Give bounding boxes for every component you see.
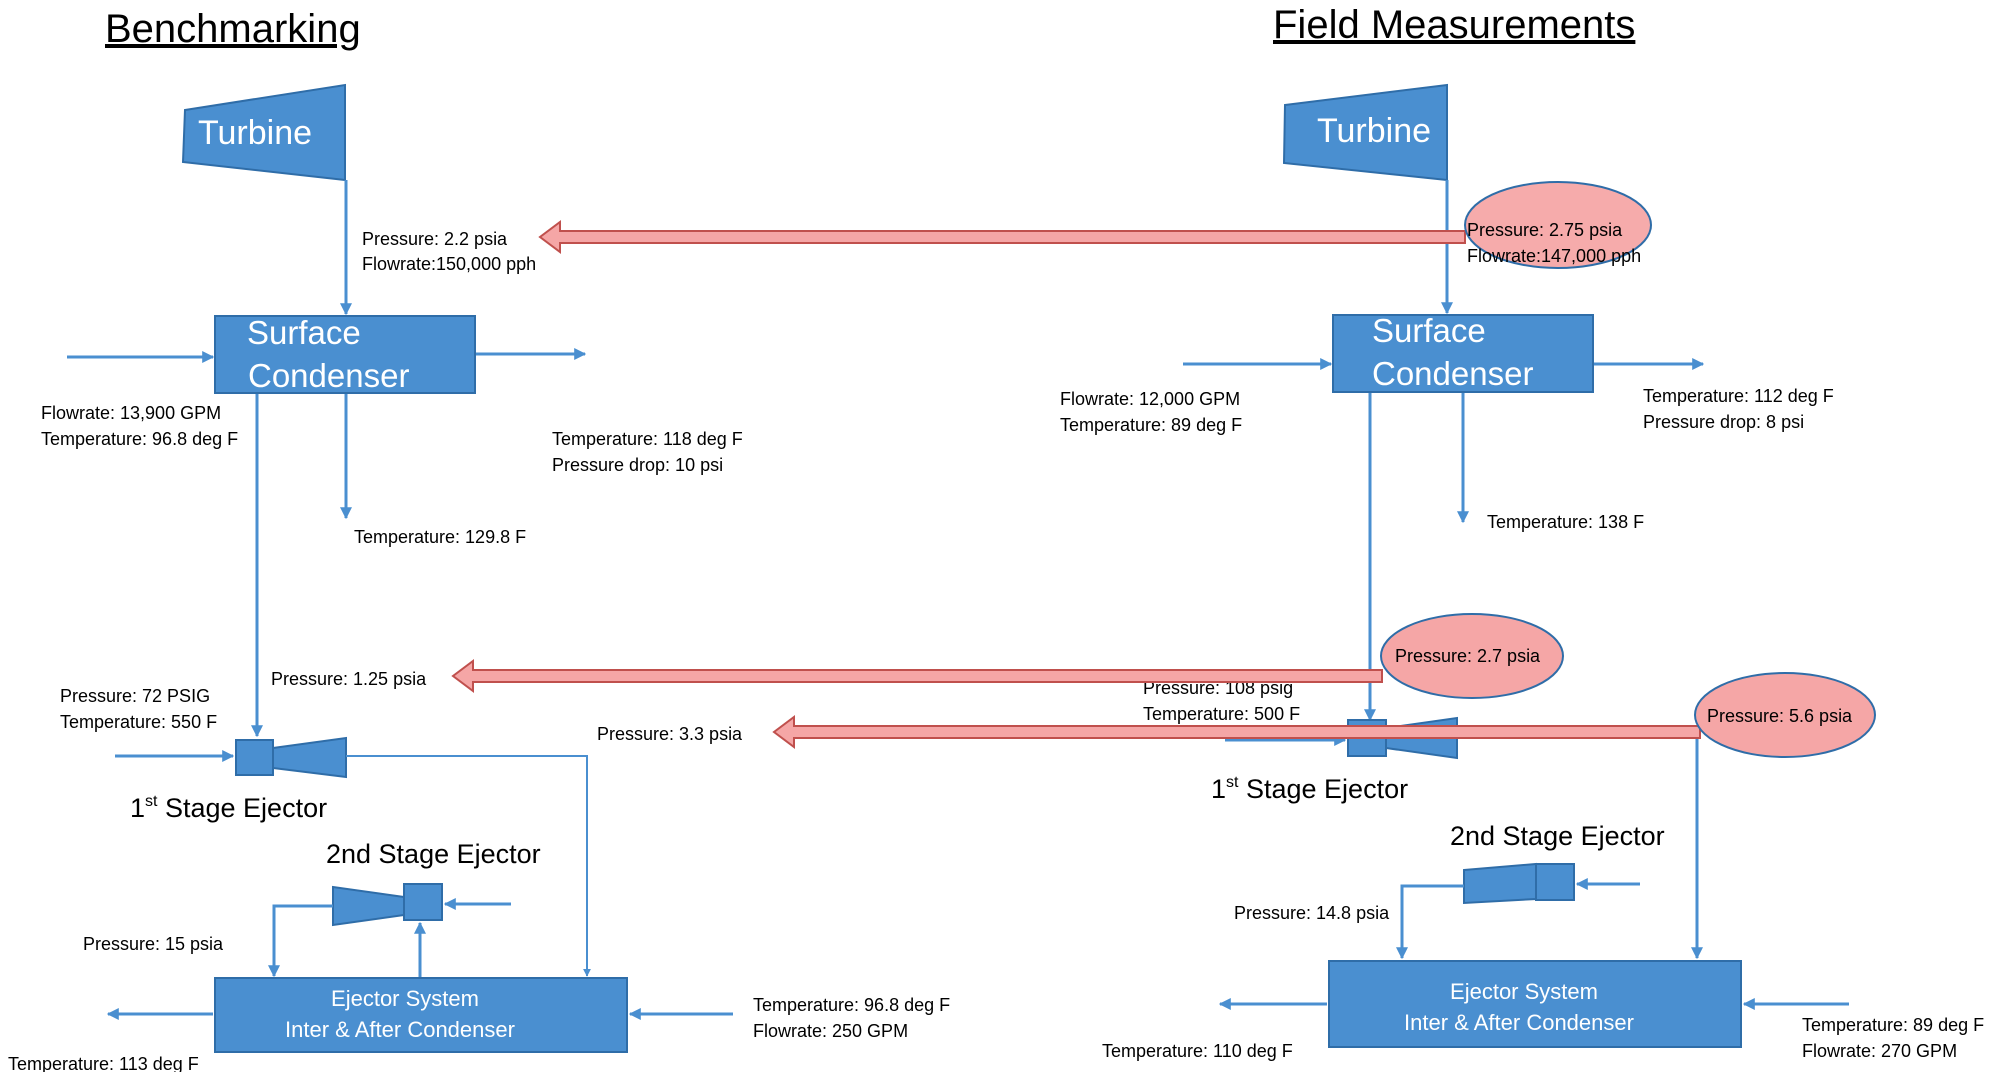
stage2-pressure-label: Pressure: 15 psia — [83, 934, 224, 954]
discharge-highlight-ellipse — [1694, 672, 1876, 758]
ejector-box-line2: Inter & After Condenser — [1404, 1010, 1634, 1035]
field-stage1-discharge-pressure-label: Pressure: 5.6 psia — [1707, 706, 1853, 726]
stage1-label: 1st Stage Ejector — [130, 793, 327, 823]
exhaust-flowrate-label: Flowrate:150,000 pph — [362, 254, 536, 274]
cw-inlet-temp-label: Temperature: 96.8 deg F — [41, 429, 238, 449]
stage2-label: 2nd Stage Ejector — [1450, 821, 1665, 851]
cw-outlet-temp-label: Temperature: 118 deg F — [552, 429, 743, 449]
ejector-out-temp-label: Temperature: 110 deg F — [1102, 1041, 1293, 1061]
field-highlights: Pressure: 2.75 psia Flowrate:147,000 pph… — [1380, 181, 1876, 758]
exhaust-comparison-arrow — [538, 220, 1466, 254]
ejector-box-line1: Ejector System — [331, 986, 479, 1011]
ejector-cw-temp-label: Temperature: 96.8 deg F — [753, 995, 950, 1015]
cw-inlet-flowrate-label: Flowrate: 13,900 GPM — [41, 403, 221, 423]
condensate-temp-label: Temperature: 129.8 F — [354, 527, 526, 547]
stage1-ejector-diffuser — [272, 736, 347, 779]
exhaust-pressure-label: Pressure: 2.2 psia — [362, 229, 508, 249]
stage2-ejector-diffuser — [332, 885, 405, 927]
heading-field-measurements: Field Measurements — [1273, 3, 1635, 47]
ejector-condenser-box — [214, 977, 628, 1053]
stage2-ejector-body — [1535, 863, 1575, 901]
stage1-label: 1st Stage Ejector — [1211, 774, 1408, 804]
ejector-box-line2: Inter & After Condenser — [285, 1017, 515, 1042]
field-exhaust-flowrate-label: Flowrate:147,000 pph — [1467, 246, 1641, 266]
field-exhaust-pressure-label: Pressure: 2.75 psia — [1467, 220, 1623, 240]
cw-outlet-dp-label: Pressure drop: 8 psi — [1643, 412, 1804, 432]
field-suction-pressure-label: Pressure: 2.7 psia — [1395, 646, 1541, 666]
condenser-label-line1: Surface — [1372, 312, 1486, 349]
suction-pressure-label: Pressure: 1.25 psia — [271, 669, 427, 689]
exhaust-highlight-ellipse — [1464, 181, 1652, 269]
motive-temp-label: Temperature: 550 F — [60, 712, 217, 732]
stage2-discharge-line — [268, 904, 333, 978]
condenser-label-line2: Condenser — [248, 357, 409, 394]
stage2-label: 2nd Stage Ejector — [326, 839, 541, 869]
stage1-ejector-body — [235, 739, 274, 776]
stage2-pressure-label: Pressure: 14.8 psia — [1234, 903, 1390, 923]
turbine-label: Turbine — [198, 114, 312, 152]
ejector-condenser-box — [1328, 960, 1742, 1048]
surface-condenser-box — [214, 315, 476, 394]
motive-temp-label: Temperature: 500 F — [1143, 704, 1300, 724]
suction-highlight-ellipse — [1380, 613, 1564, 699]
stage2-ejector-diffuser — [1463, 862, 1537, 905]
condensate-temp-label: Temperature: 138 F — [1487, 512, 1644, 532]
stage2-ejector-body — [403, 883, 443, 921]
condenser-label-line2: Condenser — [1372, 355, 1533, 392]
discharge-comparison-arrow — [772, 715, 1701, 749]
benchmarking-diagram: Turbine Surface Condenser Pressure: 2.2 … — [8, 83, 950, 1072]
ejector-cw-temp-label: Temperature: 89 deg F — [1802, 1015, 1984, 1035]
turbine-label: Turbine — [1317, 112, 1431, 150]
comparison-arrows — [451, 220, 1701, 749]
cw-outlet-temp-label: Temperature: 112 deg F — [1643, 386, 1834, 406]
ejector-cw-flow-label: Flowrate: 250 GPM — [753, 1021, 908, 1041]
suction-comparison-arrow — [451, 659, 1383, 693]
surface-condenser-box — [1332, 314, 1594, 393]
stage2-discharge-line — [1396, 884, 1464, 960]
ejector-out-temp-label: Temperature: 113 deg F — [8, 1054, 199, 1072]
motive-pressure-label: Pressure: 72 PSIG — [60, 686, 210, 706]
condenser-label-line1: Surface — [247, 314, 361, 351]
cw-inlet-flowrate-label: Flowrate: 12,000 GPM — [1060, 389, 1240, 409]
ejector-cw-flow-label: Flowrate: 270 GPM — [1802, 1041, 1957, 1061]
cw-inlet-temp-label: Temperature: 89 deg F — [1060, 415, 1242, 435]
cw-outlet-dp-label: Pressure drop: 10 psi — [552, 455, 723, 475]
ejector-box-line1: Ejector System — [1450, 979, 1598, 1004]
stage1-discharge-line — [346, 755, 591, 977]
heading-benchmarking: Benchmarking — [105, 7, 361, 51]
stage1-discharge-pressure-label: Pressure: 3.3 psia — [597, 724, 743, 744]
